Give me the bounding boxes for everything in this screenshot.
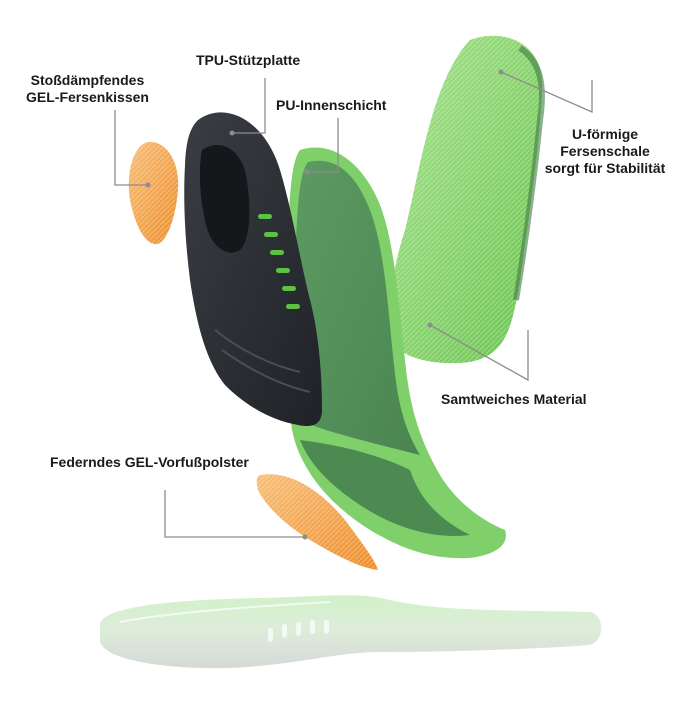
- label-u-heel-cup: U-förmige Fersenschale sorgt für Stabili…: [544, 126, 666, 176]
- leader-tpu-plate: [232, 78, 266, 134]
- tpu-support-plate: [184, 112, 322, 427]
- leader-u-heel-cup: [500, 71, 593, 113]
- pu-inner-layer: [286, 147, 506, 559]
- top-velvet-layer: [389, 35, 545, 364]
- heel-gel-pad: [128, 141, 179, 245]
- label-tpu-plate: TPU-Stützplatte: [196, 52, 301, 68]
- label-forefoot-gel-pad: Federndes GEL-Vorfußpolster: [50, 454, 249, 470]
- leader-dots: [145, 69, 504, 540]
- leader-heel-gel-pad: [114, 110, 148, 186]
- leader-velvet-material: [429, 324, 529, 382]
- label-heel-gel-pad: Stoßdämpfendes GEL-Fersenkissen: [26, 72, 149, 105]
- leader-forefoot-gel-pad: [164, 490, 305, 538]
- leader-lines: [114, 71, 593, 538]
- label-pu-inner-layer: PU-Innenschicht: [276, 97, 387, 113]
- forefoot-gel-pad: [256, 474, 378, 570]
- leader-pu-inner-layer: [307, 118, 339, 173]
- label-velvet-material: Samtweiches Material: [441, 391, 587, 407]
- assembled-insole-side-view: [100, 595, 602, 669]
